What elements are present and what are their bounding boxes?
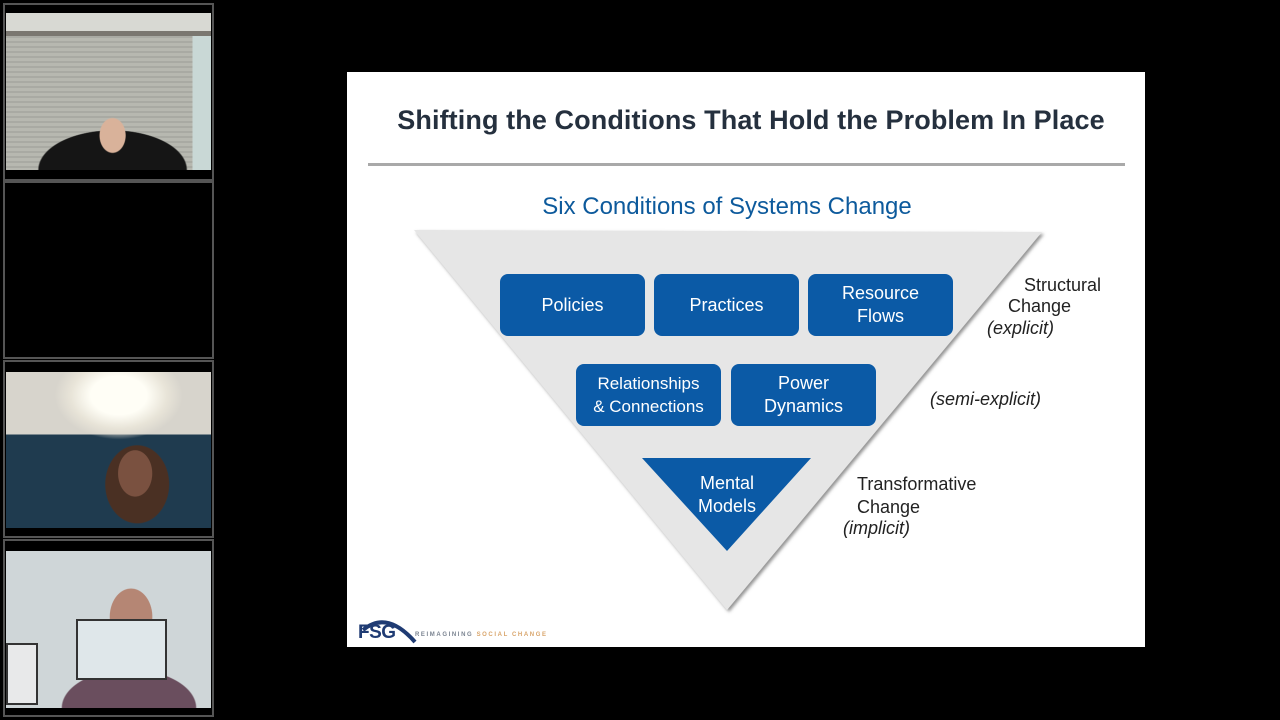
slide-subtitle: Six Conditions of Systems Change: [542, 193, 912, 220]
wall-frame: [6, 643, 38, 705]
label-structural-change: Change: [1008, 296, 1072, 316]
mental-models-triangle: [642, 458, 811, 551]
participant-video-4: [6, 551, 211, 708]
participant-video-1: [6, 13, 211, 170]
participant-tile-2-video-off[interactable]: [3, 181, 214, 359]
label-transformative: Transformative: [857, 474, 977, 494]
condition-relationships-connections: Relationships& Connections: [576, 364, 721, 426]
label-transformative-change: Change: [857, 497, 921, 517]
label-structural: Structural: [1024, 275, 1102, 295]
fsg-logo: FSG: [358, 622, 396, 643]
shared-slide: Shifting the Conditions That Hold the Pr…: [347, 72, 1145, 647]
inverted-triangle-diagram: [414, 230, 1042, 610]
participant-tile-3[interactable]: [3, 360, 214, 538]
slide-title: Shifting the Conditions That Hold the Pr…: [397, 105, 1105, 135]
label-implicit: (implicit): [843, 518, 910, 538]
title-divider: [368, 163, 1125, 166]
participant-strip: [3, 3, 214, 717]
label-explicit: (explicit): [987, 318, 1055, 338]
fsg-logo-arc-icon: [361, 620, 417, 644]
participant-video-3: [6, 372, 211, 528]
fsg-tagline: REIMAGINING SOCIAL CHANGE: [415, 632, 548, 638]
label-semi-explicit: (semi-explicit): [930, 389, 1042, 409]
participant-tile-4[interactable]: [3, 539, 214, 717]
participant-tile-1[interactable]: [3, 3, 214, 181]
condition-practices: Practices: [654, 274, 799, 336]
condition-policies: Policies: [500, 274, 645, 336]
wall-whiteboard: [76, 619, 167, 680]
